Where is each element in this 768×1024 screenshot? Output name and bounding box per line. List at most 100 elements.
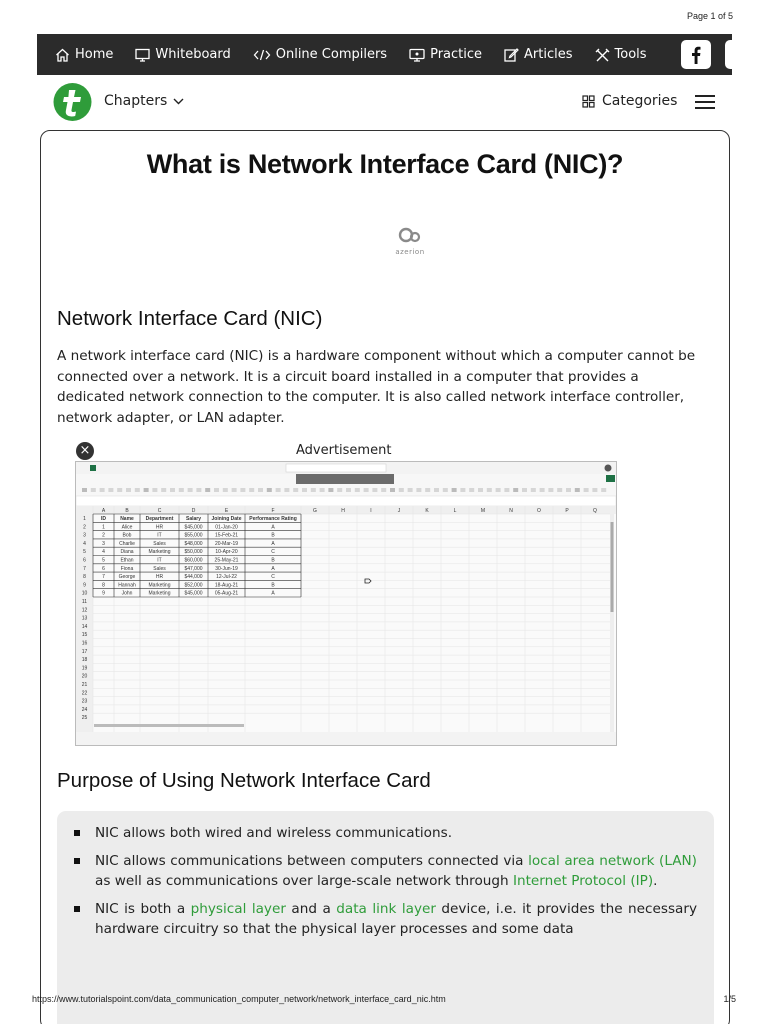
ribbon-button [346,488,351,492]
list-item-text: as well as communications over large-sca… [95,873,513,889]
ribbon-button [222,488,228,492]
ribbon-button [495,488,501,492]
ribbon-button [240,488,246,492]
sponsor-logo: azerion [390,226,430,256]
table-cell: 20-Mar-19 [215,541,238,547]
table-cell: Marketing [149,582,171,588]
nav-item-whiteboard[interactable]: Whiteboard [135,47,231,62]
nav-item-home[interactable]: Home [55,47,113,62]
table-cell: $47,000 [184,566,202,572]
table-cell: HR [156,524,164,530]
ribbon-button [478,488,483,492]
ribbon-button [249,488,255,492]
table-cell: $50,000 [184,549,202,555]
column-letter: I [370,508,371,514]
row-number: 18 [82,657,88,663]
column-letter: C [158,508,162,514]
row-numbers: 1234567891011121314151617181920212223242… [82,516,88,721]
table-cell: 01-Jan-20 [215,524,238,530]
nav-label: Online Compilers [275,47,388,62]
table-cell: 7 [102,574,105,580]
table-cell: B [271,582,275,588]
nav-label: Whiteboard [155,47,231,62]
ribbon-button [434,488,439,492]
menu-icon[interactable] [695,95,715,109]
ribbon-button [522,488,527,492]
grid-icon [582,94,595,108]
monitor-icon [409,48,425,62]
link-data-link-layer[interactable]: data link layer [336,900,436,917]
table-cell: 05-Aug-21 [215,591,239,597]
row-number: 22 [82,690,88,696]
column-letter: B [125,508,129,514]
ribbon-button [513,488,519,492]
tutorialspoint-logo[interactable] [52,83,93,121]
link-internet-protocol[interactable]: Internet Protocol (IP) [512,873,654,889]
ribbon-button [161,488,167,492]
table-cell: B [271,558,275,564]
ribbon-button [134,488,140,492]
share-button [606,475,615,482]
facebook-link[interactable] [681,40,711,69]
whiteboard-icon [135,48,151,62]
nav-item-online-compilers[interactable]: Online Compilers [253,47,387,62]
column-letter: E [225,508,229,514]
ribbon-button [205,488,211,492]
table-cell: Joining Date [211,516,241,522]
row-number: 9 [83,582,86,588]
table-cell: $45,000 [184,591,202,597]
nav-item-tools[interactable]: Tools [595,47,647,62]
table-cell: Department [146,516,174,522]
row-number: 15 [82,632,88,638]
categories-button[interactable]: Categories [582,93,677,109]
list-item: NIC allows communications between comput… [74,851,697,892]
table-cell: Sales [153,541,166,547]
nav-item-practice[interactable]: Practice [409,47,482,62]
table-cell: 12-Jul-22 [216,574,237,580]
ribbon-button [152,488,158,492]
section-heading-purpose: Purpose of Using Network Interface Card [57,769,431,792]
section-paragraph-nic: A network interface card (NIC) is a hard… [57,348,696,426]
ribbon-button [451,488,457,492]
nav-item-articles[interactable]: Articles [504,47,573,62]
tools-icon [595,48,610,61]
table-cell: Marketing [149,549,171,555]
ribbon-button [82,488,87,492]
ribbon-button [275,488,281,492]
table-cell: Performance Rating [249,516,297,522]
ad-close-button[interactable]: × [76,442,94,460]
list-item-text: NIC allows communications between comput… [95,852,529,869]
table-cell: 1 [102,524,105,530]
twitter-link[interactable] [725,40,732,69]
list-item-text: and a [285,900,337,917]
chevron-down-icon [173,98,184,104]
table-cell: C [271,549,275,555]
ribbon-button [592,488,598,492]
link-local-area-network[interactable]: local area network (LAN) [528,852,697,869]
table-cell: Sales [153,566,166,572]
table-cell: Bob [123,533,132,539]
ribbon-button [310,488,316,492]
ribbon-button [337,488,343,492]
row-number: 10 [82,591,88,597]
table-cell: John [122,591,133,597]
nav-label: Tools [614,47,647,62]
ribbon-button [328,488,334,492]
excel-icon [90,465,96,471]
table-cell: $48,000 [184,541,202,547]
table-cell: 4 [102,549,105,555]
row-number: 17 [82,649,88,655]
ribbon-button [108,488,114,492]
ribbon-button [187,488,193,492]
ribbon-button [231,488,237,492]
row-number: 14 [82,624,88,630]
row-number: 23 [82,699,88,705]
ribbon-button [319,488,325,492]
horizontal-scrollbar [94,724,244,727]
chapters-dropdown[interactable]: Chapters [104,93,184,109]
vertical-scrollbar [610,522,614,612]
categories-label: Categories [602,93,678,109]
link-physical-layer[interactable]: physical layer [190,900,286,917]
